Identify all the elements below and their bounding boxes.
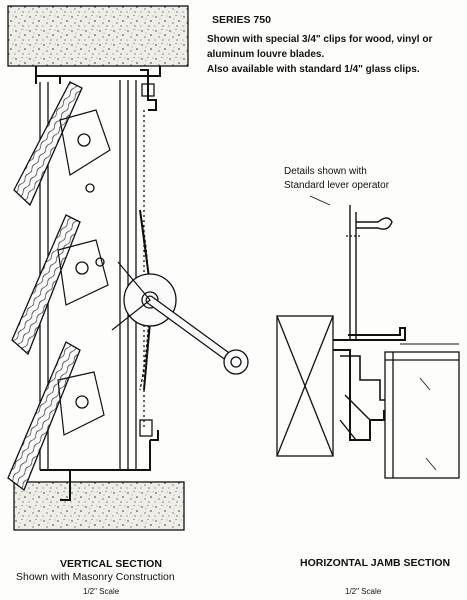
vertical-section-title: VERTICAL SECTION	[60, 558, 162, 570]
vertical-section-subtitle: Shown with Masonry Construction	[16, 571, 175, 583]
jamb-extrusion	[333, 327, 406, 441]
details-note-line-2: Standard lever operator	[284, 180, 390, 191]
sill-frame	[40, 430, 159, 501]
head-frame	[35, 66, 161, 111]
note-line-3: Also available with standard 1/4" glass …	[207, 64, 420, 75]
horizontal-section-title: HORIZONTAL JAMB SECTION	[300, 557, 451, 569]
vertical-section-scale: 1/2" Scale	[83, 587, 120, 596]
louvre-blades	[7, 81, 83, 492]
lever-handle	[349, 205, 393, 340]
note-line-2: aluminum louvre blades.	[207, 49, 325, 60]
series-label: SERIES 750	[212, 14, 271, 26]
bottom-masonry	[13, 481, 185, 531]
blade-clip-1	[59, 109, 111, 176]
note-line-1: Shown with special 3/4" clips for wood, …	[207, 34, 433, 45]
blade-clip-3	[57, 371, 105, 436]
details-note-line-1: Details shown with	[284, 166, 367, 177]
horizontal-jamb-section	[276, 195, 460, 479]
top-masonry	[7, 5, 189, 67]
glass-panel	[384, 351, 460, 479]
vertical-section	[7, 5, 249, 531]
operator-mechanism	[111, 209, 249, 391]
horizontal-section-scale: 1/2" Scale	[345, 587, 382, 596]
blade-clip-2	[57, 239, 109, 306]
